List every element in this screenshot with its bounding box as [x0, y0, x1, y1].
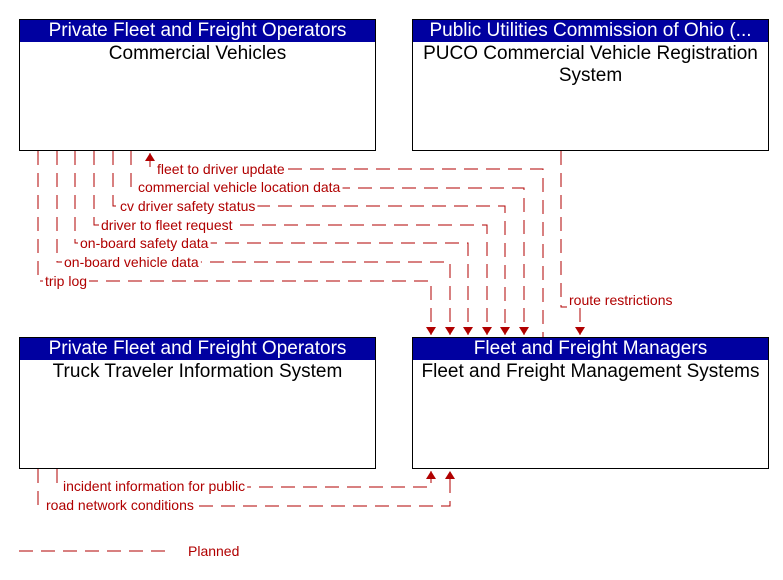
node-fleet-mgmt[interactable]: Fleet and Freight Managers Fleet and Fre…	[412, 337, 769, 469]
flow-label-background	[99, 217, 235, 233]
flow-label: fleet to driver update	[157, 161, 285, 177]
flow-arrowhead	[575, 327, 585, 335]
node-header: Private Fleet and Freight Operators	[20, 338, 375, 360]
legend: Planned	[19, 543, 239, 559]
flow-connector[interactable]: driver to fleet request	[93, 151, 492, 335]
flow-label-background	[43, 273, 90, 289]
flow-label: road network conditions	[46, 497, 194, 513]
flow-arrowhead	[426, 327, 436, 335]
flow-label: on-board safety data	[80, 235, 209, 251]
node-puco[interactable]: Public Utilities Commission of Ohio (...…	[412, 19, 769, 151]
flow-label-background	[44, 497, 196, 513]
flow-connector[interactable]: cv driver safety status	[112, 151, 510, 335]
node-header: Private Fleet and Freight Operators	[20, 20, 375, 42]
node-truck-traveler[interactable]: Private Fleet and Freight Operators Truc…	[19, 337, 376, 469]
flow-connector[interactable]: commercial vehicle location data	[130, 151, 529, 335]
flow-connector[interactable]: incident information for public	[56, 469, 436, 494]
flow-arrowhead	[500, 327, 510, 335]
flow-label-background	[118, 198, 258, 214]
flow-arrowhead	[519, 327, 529, 335]
flow-connector[interactable]: fleet to driver update	[145, 153, 544, 337]
flow-line	[37, 151, 432, 335]
node-header: Public Utilities Commission of Ohio (...	[413, 20, 768, 42]
flow-connector[interactable]: on-board vehicle data	[56, 151, 455, 335]
flow-line	[74, 151, 469, 335]
flow-connector[interactable]: route restrictions	[560, 151, 675, 335]
flow-connector[interactable]: road network conditions	[37, 469, 455, 513]
flows-layer: fleet to driver update commercial vehicle…	[37, 151, 675, 513]
flow-label-background	[61, 478, 248, 494]
flow-line	[56, 151, 451, 335]
flow-connector[interactable]: trip log	[37, 151, 436, 335]
legend-label: Planned	[188, 543, 239, 559]
flow-label: driver to fleet request	[101, 217, 233, 233]
node-commercial-vehicles[interactable]: Private Fleet and Freight Operators Comm…	[19, 19, 376, 151]
flow-label-background	[155, 161, 287, 177]
flow-label-background	[567, 292, 675, 308]
flow-label-background	[78, 235, 211, 251]
node-title: Commercial Vehicles	[108, 43, 287, 64]
node-title: PUCO Commercial Vehicle Registration Sys…	[423, 43, 758, 86]
flow-arrowhead	[145, 153, 155, 161]
flow-label: on-board vehicle data	[64, 254, 199, 270]
flow-line	[37, 469, 451, 507]
flow-label: incident information for public	[63, 478, 245, 494]
flow-label: route restrictions	[569, 292, 672, 308]
node-header: Fleet and Freight Managers	[413, 338, 768, 360]
flow-arrowhead	[463, 327, 473, 335]
flow-arrowhead	[482, 327, 492, 335]
flow-arrowhead	[445, 471, 455, 479]
flow-label-background	[136, 179, 343, 195]
flow-arrowhead	[426, 471, 436, 479]
flow-label: trip log	[45, 273, 87, 289]
flow-label: commercial vehicle location data	[138, 179, 341, 195]
flow-line	[93, 151, 488, 335]
flow-line	[112, 151, 506, 335]
flow-connector[interactable]: on-board safety data	[74, 151, 473, 335]
flow-label-background	[62, 254, 201, 270]
flow-label: cv driver safety status	[120, 198, 255, 214]
flow-arrowhead	[445, 327, 455, 335]
node-title: Fleet and Freight Management Systems	[421, 361, 760, 382]
node-title: Truck Traveler Information System	[52, 361, 343, 382]
